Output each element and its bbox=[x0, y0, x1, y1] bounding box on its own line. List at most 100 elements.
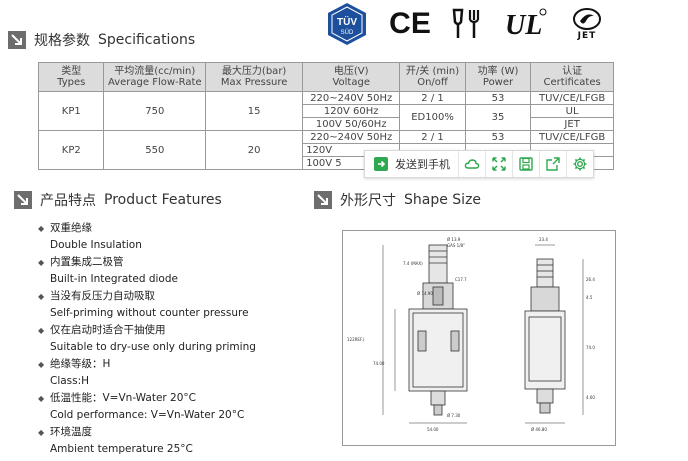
features-list: ◆双重绝缘 Double Insulation ◆内置集成二极管 Built-i… bbox=[38, 220, 308, 458]
gear-icon bbox=[573, 157, 587, 171]
specifications-title-zh: 规格参数 bbox=[34, 33, 90, 49]
cell-pressure: 15 bbox=[205, 91, 304, 131]
svg-text:Ø 7.30: Ø 7.30 bbox=[447, 413, 461, 418]
svg-text:4.60: 4.60 bbox=[586, 395, 595, 400]
list-item: ◆内置集成二极管 Built-in Integrated diode bbox=[38, 256, 178, 285]
cell-flow: 750 bbox=[103, 91, 207, 131]
table-row: 100V 50/60Hz JET bbox=[39, 117, 614, 131]
share-toolbar: 发送到手机 bbox=[364, 150, 594, 178]
cell-certificate: JET bbox=[530, 117, 614, 131]
cell-voltage: 220~240V 50Hz bbox=[302, 91, 401, 105]
features-header: 产品特点 Product Features bbox=[14, 190, 222, 210]
phone-share-icon bbox=[374, 157, 388, 171]
table-row: KP2 550 20 220~240V 50Hz 2 / 1 53 TUV/CE… bbox=[37, 130, 614, 170]
list-item: ◆绝缘等级：H Class:H bbox=[38, 358, 111, 387]
cell-voltage: 100V 50/60Hz bbox=[302, 117, 401, 131]
shape-size-title-en: Shape Size bbox=[404, 192, 482, 208]
save-icon bbox=[519, 157, 533, 171]
column-header-flow-rate: 平均流量(cc/min)Average Flow-Rate bbox=[103, 62, 207, 92]
bullet-icon: ◆ bbox=[38, 258, 45, 267]
share-icon bbox=[546, 157, 560, 171]
bullet-icon: ◆ bbox=[38, 292, 45, 301]
list-item: ◆环境温度 Ambient temperature 25°C bbox=[38, 426, 193, 455]
svg-text:54.00: 54.00 bbox=[427, 427, 439, 432]
svg-text:C17.7: C17.7 bbox=[455, 277, 467, 282]
svg-text:7.4 (MAX): 7.4 (MAX) bbox=[403, 261, 423, 266]
cell-type: KP2 bbox=[37, 130, 105, 170]
tuv-logo: TÜV SÜD bbox=[322, 3, 372, 45]
front-view-labels: Ø 13.9 GAS 1/8" 7.4 (MAX) Ø 14.90 C17.7 … bbox=[347, 237, 467, 432]
ce-logo: CE bbox=[389, 7, 431, 40]
cell-certificate: UL bbox=[530, 104, 614, 118]
svg-text:74.0: 74.0 bbox=[586, 345, 595, 350]
shape-size-title-zh: 外形尺寸 bbox=[340, 193, 396, 209]
svg-text:23.4: 23.4 bbox=[539, 237, 548, 242]
bullet-icon: ◆ bbox=[38, 394, 45, 403]
svg-text:26.4: 26.4 bbox=[586, 277, 595, 282]
list-item: ◆双重绝缘 Double Insulation bbox=[38, 222, 142, 251]
cell-certificate: TUV/CE/LFGB bbox=[530, 91, 614, 105]
column-header-voltage: 电压(V)Voltage bbox=[302, 62, 401, 92]
arrow-down-right-icon bbox=[14, 191, 32, 209]
cell-flow: 550 bbox=[103, 130, 207, 170]
shape-size-header: 外形尺寸 Shape Size bbox=[314, 190, 481, 210]
food-safe-icon bbox=[448, 4, 488, 44]
column-header-power: 功率 (W)Power bbox=[464, 62, 532, 92]
jet-logo: JET bbox=[562, 4, 612, 44]
svg-text:Ø 13.9: Ø 13.9 bbox=[447, 237, 461, 242]
settings-button[interactable] bbox=[566, 151, 593, 177]
cell-power: 35 bbox=[464, 104, 532, 131]
features-title-zh: 产品特点 bbox=[40, 193, 96, 209]
features-title-en: Product Features bbox=[104, 192, 222, 208]
specifications-title-en: Specifications bbox=[98, 32, 196, 48]
pump-side-view bbox=[524, 244, 584, 424]
cell-power: 53 bbox=[464, 130, 532, 144]
list-item: ◆低温性能：V=Vn-Water 20°C Cold performance: … bbox=[38, 392, 245, 421]
bullet-icon: ◆ bbox=[38, 326, 45, 335]
expand-icon bbox=[492, 157, 506, 171]
svg-text:4.5: 4.5 bbox=[586, 295, 593, 300]
cell-on-off: 2 / 1 bbox=[399, 130, 466, 144]
list-item: ◆当没有反压力自动吸取 Self-priming without counter… bbox=[38, 290, 249, 319]
bullet-icon: ◆ bbox=[38, 360, 45, 369]
save-button[interactable] bbox=[512, 151, 539, 177]
cell-type: KP1 bbox=[37, 91, 105, 131]
arrow-down-right-icon bbox=[314, 191, 332, 209]
cell-pressure: 20 bbox=[205, 130, 304, 170]
side-view-labels: 23.4 26.4 4.5 74.0 4.60 Ø 46.80 bbox=[531, 237, 595, 432]
svg-text:Ø 46.80: Ø 46.80 bbox=[531, 427, 547, 432]
specifications-header: 规格参数 Specifications bbox=[8, 30, 195, 50]
cell-certificate: TUV/CE/LFGB bbox=[530, 130, 614, 144]
column-header-max-pressure: 最大压力(bar)Max Pressure bbox=[205, 62, 304, 92]
cell-on-off: 2 / 1 bbox=[399, 91, 466, 105]
svg-text:GAS 1/8": GAS 1/8" bbox=[447, 243, 465, 248]
svg-text:TÜV: TÜV bbox=[337, 15, 357, 28]
cell-power: 53 bbox=[464, 91, 532, 105]
cell-voltage: 120V 60Hz bbox=[302, 104, 401, 118]
arrow-down-right-icon bbox=[8, 31, 26, 49]
list-item: ◆仅在启动时适合干抽使用 Suitable to dry-use only du… bbox=[38, 324, 256, 353]
svg-text:74.00: 74.00 bbox=[373, 361, 385, 366]
cell-on-off: ED100% bbox=[399, 104, 466, 131]
cloud-icon bbox=[464, 159, 480, 169]
svg-text:SÜD: SÜD bbox=[341, 29, 354, 36]
send-to-phone-label: 发送到手机 bbox=[395, 158, 450, 171]
share-button[interactable] bbox=[539, 151, 566, 177]
column-header-on-off: 开/关 (min)On/off bbox=[399, 62, 466, 92]
svg-text:UL: UL bbox=[505, 10, 542, 41]
cell-voltage: 220~240V 50Hz bbox=[302, 130, 401, 144]
expand-button[interactable] bbox=[485, 151, 512, 177]
bullet-icon: ◆ bbox=[38, 224, 45, 233]
ul-logo: UL bbox=[500, 4, 550, 44]
table-row: KP1 750 15 220~240V 50Hz 2 / 1 53 TUV/CE… bbox=[37, 91, 614, 131]
pump-front-view bbox=[382, 244, 468, 424]
technical-drawing: Ø 13.9 GAS 1/8" 7.4 (MAX) Ø 14.90 C17.7 … bbox=[342, 230, 616, 446]
svg-text:122REF.): 122REF.) bbox=[347, 337, 365, 342]
cloud-button[interactable] bbox=[458, 151, 485, 177]
send-to-phone-button[interactable]: 发送到手机 bbox=[365, 156, 458, 172]
svg-text:Ø 14.90: Ø 14.90 bbox=[417, 291, 433, 296]
bullet-icon: ◆ bbox=[38, 428, 45, 437]
